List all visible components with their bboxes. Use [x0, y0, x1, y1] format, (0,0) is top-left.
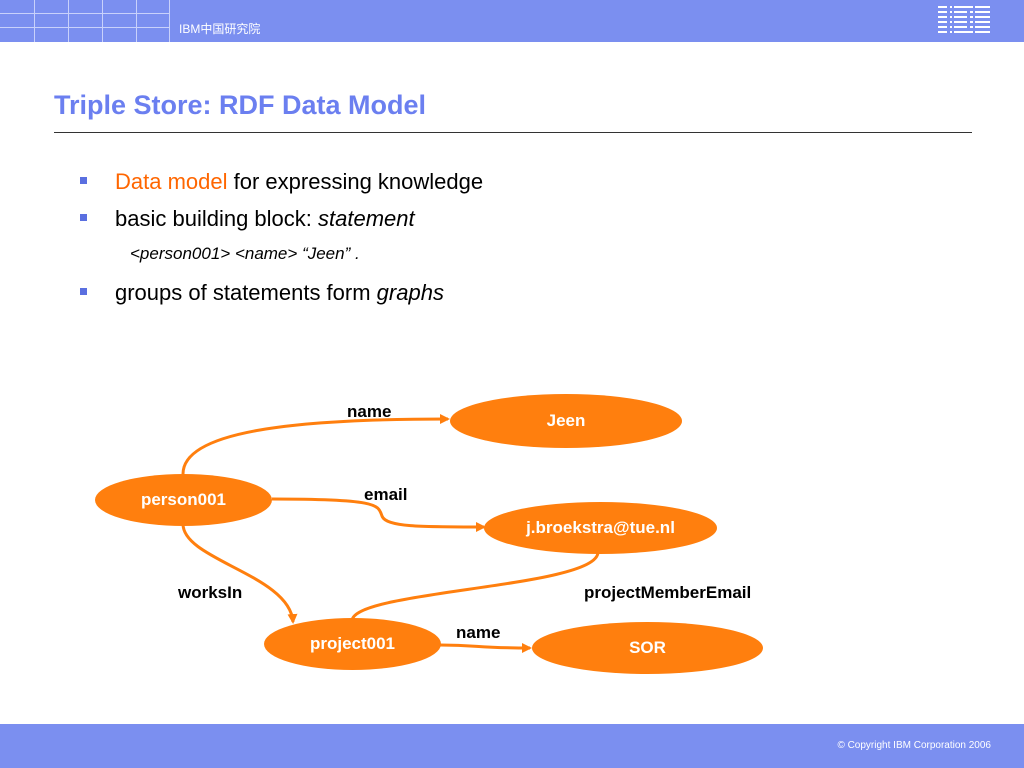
header-grid-decoration — [0, 0, 170, 42]
header-label: IBM中国研究院 — [179, 22, 261, 36]
bullet-square-icon — [80, 288, 87, 295]
edge-label-email: email — [364, 485, 408, 504]
footer-bar: © Copyright IBM Corporation 2006 — [0, 724, 1024, 768]
bullet-square-icon — [80, 214, 87, 221]
bullet-italic-text: graphs — [376, 280, 444, 305]
ibm-logo — [938, 4, 990, 34]
edge-name2-arrow — [439, 642, 532, 653]
bullet-text: groups of statements form — [115, 280, 377, 305]
bullet-accent-text: Data model — [115, 169, 228, 194]
statement-example: <person001> <name> “Jeen” . — [130, 244, 360, 264]
bullet-text: for expressing knowledge — [227, 169, 484, 194]
edge-name-arrow — [181, 414, 450, 475]
header-bar: IBM中国研究院 — [0, 0, 1024, 42]
edge-worksin-arrow — [181, 523, 298, 624]
example-subject: <person001> — [130, 244, 231, 263]
bullet-square-icon — [80, 177, 87, 184]
edge-label-worksin: worksIn — [178, 583, 243, 602]
title-divider — [54, 132, 972, 133]
example-predicate: <name> — [234, 244, 298, 263]
edge-email-arrow — [271, 497, 486, 532]
edge-label-name2: name — [456, 623, 501, 642]
node-jeen: Jeen — [450, 394, 682, 448]
copyright-text: © Copyright IBM Corporation 2006 — [837, 740, 991, 751]
slide-title: Triple Store: RDF Data Model — [54, 90, 427, 120]
example-object: “Jeen” — [302, 244, 351, 263]
bullet-text: basic building block: — [115, 206, 319, 231]
edge-label-name: name — [347, 402, 392, 421]
node-email-value: j.broekstra@tue.nl — [484, 502, 717, 554]
example-terminator: . — [354, 244, 360, 263]
node-sor: SOR — [532, 622, 763, 674]
node-person001: person001 — [95, 474, 272, 526]
bullet-italic-text: statement — [318, 206, 415, 231]
edge-projectmemberemail-line — [350, 551, 600, 622]
edge-label-projectmemberemail: projectMemberEmail — [584, 583, 752, 602]
node-project001: project001 — [264, 618, 441, 670]
